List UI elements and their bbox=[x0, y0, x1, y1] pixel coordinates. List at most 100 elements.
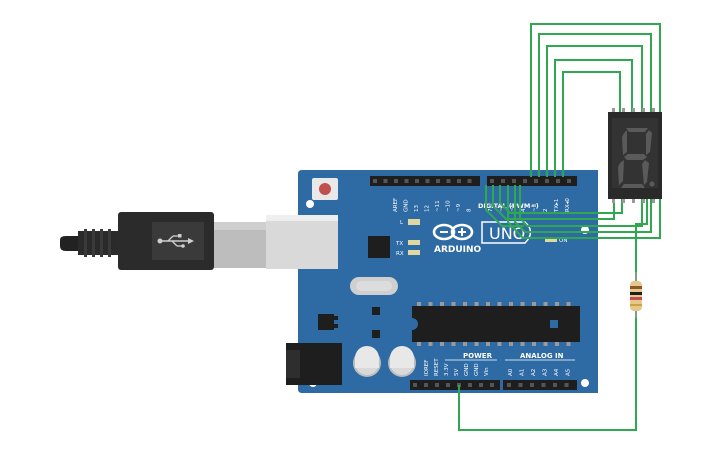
header-pin[interactable] bbox=[468, 383, 472, 387]
seven-segment-display[interactable]: 8 bbox=[608, 108, 662, 203]
power-header bbox=[410, 380, 500, 390]
header-pin[interactable] bbox=[518, 383, 523, 387]
digital-pin-label: 8 bbox=[467, 208, 473, 212]
header-pin[interactable] bbox=[446, 383, 450, 387]
resistor[interactable] bbox=[630, 272, 642, 318]
header-pin[interactable] bbox=[567, 179, 571, 183]
header-pin[interactable] bbox=[415, 179, 419, 183]
chip-pin bbox=[532, 302, 536, 306]
header-pin[interactable] bbox=[490, 383, 494, 387]
analog-header bbox=[503, 380, 577, 390]
header-pin[interactable] bbox=[556, 179, 560, 183]
analog-pin-label: A2 bbox=[531, 369, 537, 376]
usb-cable-end bbox=[60, 236, 78, 251]
wire[interactable] bbox=[514, 33, 652, 233]
header-pin[interactable] bbox=[436, 179, 440, 183]
on-led bbox=[545, 237, 557, 242]
on-led-label: ON bbox=[559, 238, 567, 244]
wire[interactable] bbox=[554, 59, 633, 177]
power-pin-label: 5V bbox=[454, 369, 460, 376]
wire[interactable] bbox=[458, 310, 637, 431]
display-pin[interactable] bbox=[642, 108, 645, 112]
header-pin[interactable] bbox=[512, 179, 516, 183]
header-pin[interactable] bbox=[457, 179, 461, 183]
header-pin[interactable] bbox=[446, 179, 451, 183]
header-pin[interactable] bbox=[545, 179, 549, 183]
header-pin[interactable] bbox=[553, 383, 557, 387]
header-pin[interactable] bbox=[541, 383, 546, 387]
header-pin[interactable] bbox=[530, 383, 534, 387]
chip-pin bbox=[417, 302, 421, 306]
usb-icon bbox=[157, 234, 194, 248]
digital-header-right bbox=[487, 176, 577, 186]
header-pin[interactable] bbox=[404, 179, 409, 183]
display-pin[interactable] bbox=[612, 199, 615, 203]
display-pin[interactable] bbox=[652, 108, 655, 112]
digital-pin-label: ~11 bbox=[435, 200, 441, 212]
chip-pin bbox=[555, 342, 559, 346]
tx-led bbox=[408, 240, 420, 245]
power-pin-label: Vin bbox=[484, 367, 490, 376]
digital-pin-label: 13 bbox=[414, 205, 420, 212]
resistor-body bbox=[630, 281, 642, 311]
usb-cable[interactable] bbox=[60, 212, 266, 270]
display-pin[interactable] bbox=[632, 199, 635, 203]
header-pin[interactable] bbox=[467, 179, 472, 183]
chip-pin bbox=[543, 302, 548, 306]
resistor-band bbox=[630, 304, 642, 306]
uno-logo: UNO bbox=[481, 221, 532, 244]
header-pin[interactable] bbox=[373, 179, 377, 183]
header-pin[interactable] bbox=[501, 179, 505, 183]
chip-pin bbox=[566, 302, 571, 306]
wire[interactable] bbox=[507, 23, 661, 239]
mount-hole bbox=[306, 200, 314, 208]
reset-button-cap[interactable] bbox=[319, 183, 331, 195]
wire[interactable] bbox=[635, 199, 648, 282]
usb-controller-chip bbox=[368, 236, 390, 258]
header-pin[interactable] bbox=[413, 383, 417, 387]
digital-header-left bbox=[370, 176, 480, 186]
digital-pin-label: ~5 bbox=[510, 203, 516, 212]
board-usb-port bbox=[266, 215, 338, 269]
header-pin[interactable] bbox=[564, 383, 569, 387]
analog-pin-label: A3 bbox=[543, 368, 549, 376]
power-pin-label: GND bbox=[464, 363, 470, 376]
header-pin[interactable] bbox=[394, 179, 398, 183]
chip-pin bbox=[451, 302, 456, 306]
resistor-band bbox=[630, 286, 642, 289]
digital-pin-label: 2 bbox=[543, 209, 549, 213]
header-pin[interactable] bbox=[479, 383, 483, 387]
display-pin[interactable] bbox=[632, 108, 635, 112]
chip-pin bbox=[509, 342, 513, 346]
header-pin[interactable] bbox=[435, 383, 439, 387]
header-pin[interactable] bbox=[507, 383, 511, 387]
wires[interactable] bbox=[458, 23, 661, 431]
header-pin[interactable] bbox=[424, 383, 428, 387]
segment-b bbox=[646, 130, 652, 155]
segment-g bbox=[624, 154, 647, 160]
display-pin[interactable] bbox=[652, 199, 655, 203]
header-pin[interactable] bbox=[523, 179, 527, 183]
header-pin[interactable] bbox=[383, 179, 388, 183]
header-pin[interactable] bbox=[534, 179, 538, 183]
wire[interactable] bbox=[562, 71, 621, 177]
digital-pin-label: TX▸1 bbox=[554, 199, 560, 213]
wire[interactable] bbox=[499, 185, 623, 214]
capacitor bbox=[388, 346, 416, 377]
header-pin[interactable] bbox=[425, 179, 430, 183]
power-pin-label: IOREF bbox=[424, 360, 430, 376]
display-pin[interactable] bbox=[642, 199, 645, 203]
display-pin[interactable] bbox=[622, 108, 625, 112]
wire[interactable] bbox=[485, 185, 524, 227]
display-pin[interactable] bbox=[622, 199, 625, 203]
digital-pin-label: 4 bbox=[521, 208, 527, 212]
wire[interactable] bbox=[492, 185, 615, 220]
analog-header-label: ANALOG IN bbox=[520, 352, 564, 360]
display-pin[interactable] bbox=[612, 108, 615, 112]
header-pin[interactable] bbox=[490, 179, 494, 183]
chip-pin bbox=[417, 342, 421, 346]
